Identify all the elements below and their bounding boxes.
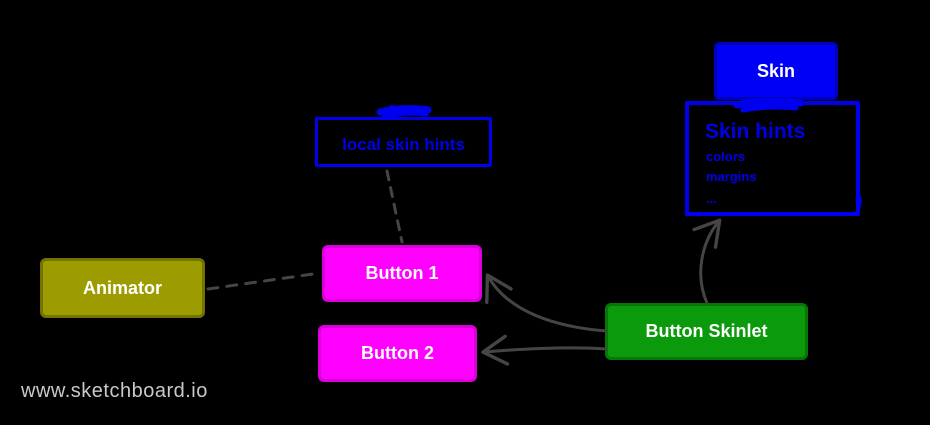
- connector-skinlet-button2[interactable]: [481, 334, 608, 366]
- node-button-2-label: Button 2: [361, 343, 434, 363]
- connector-skinlet-button1[interactable]: [485, 273, 608, 333]
- node-skin[interactable]: Skin: [714, 42, 838, 100]
- skin-hints-title: Skin hints: [705, 120, 806, 143]
- scribble-icon: [376, 105, 432, 120]
- node-button-skinlet[interactable]: Button Skinlet: [605, 303, 808, 360]
- node-animator[interactable]: Animator: [40, 258, 205, 318]
- skin-hints-item-colors: colors: [706, 149, 746, 164]
- skin-hints-item-ellipsis: ...: [706, 191, 717, 206]
- node-skin-label: Skin: [756, 60, 795, 81]
- node-button-skinlet-label: Button Skinlet: [645, 321, 768, 341]
- connector-skinlet-skinhints[interactable]: [692, 218, 722, 305]
- node-button-2[interactable]: Button 2: [318, 325, 477, 382]
- node-local-skin-hints[interactable]: local skin hints: [315, 117, 492, 167]
- node-animator-label: Animator: [82, 277, 162, 298]
- node-skin-hints[interactable]: Skin hints colors margins ...: [685, 101, 860, 216]
- connector-localhints-button1[interactable]: [385, 169, 404, 244]
- skin-hints-item-margins: margins: [706, 169, 757, 184]
- local-skin-hints-label: local skin hints: [342, 135, 465, 154]
- node-button-1-label: Button 1: [365, 263, 439, 283]
- node-button-1[interactable]: Button 1: [322, 245, 482, 302]
- connector-animator-button1[interactable]: [206, 271, 322, 291]
- sketchboard-watermark: www.sketchboard.io: [21, 380, 208, 402]
